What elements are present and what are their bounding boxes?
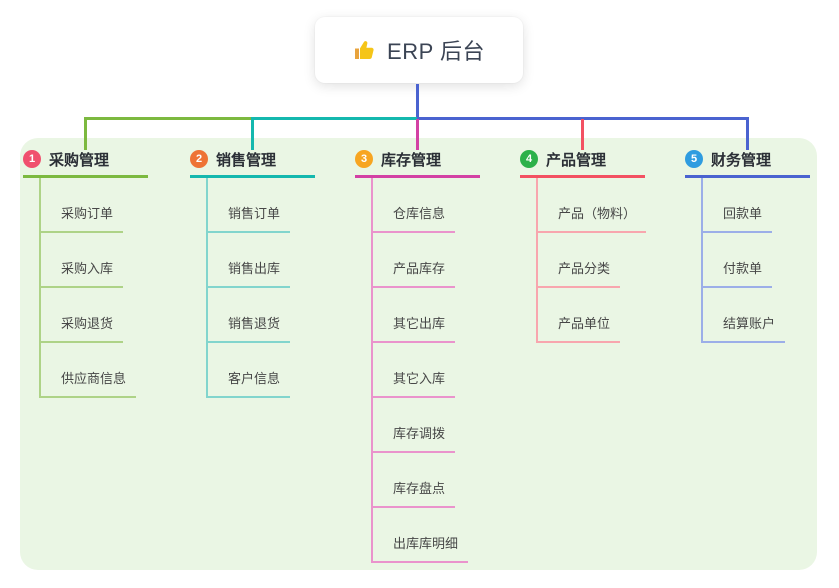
child-node-label[interactable]: 产品分类 [538, 258, 621, 288]
child-node-label[interactable]: 库存盘点 [373, 478, 456, 508]
child-node-label[interactable]: 采购退货 [41, 313, 124, 343]
drop-line-branch3 [416, 119, 419, 150]
child-node-label[interactable]: 其它出库 [373, 313, 456, 343]
child-node: 采购订单 [41, 178, 148, 233]
child-node-label[interactable]: 出库库明细 [373, 533, 469, 563]
branch-header[interactable]: 4 产品管理 [520, 146, 645, 178]
branch-number-badge: 2 [190, 150, 208, 168]
branches-background-panel [20, 138, 817, 570]
branch-header[interactable]: 5 财务管理 [685, 146, 810, 178]
branch-number-badge: 1 [23, 150, 41, 168]
child-node: 回款单 [703, 178, 810, 233]
child-node: 采购退货 [41, 288, 148, 343]
bus-line-branch2 [252, 117, 418, 120]
branch-column-采购管理: 1 采购管理 采购订单采购入库采购退货供应商信息 [23, 146, 148, 398]
thumbs-up-icon [353, 38, 377, 62]
branch-header[interactable]: 2 销售管理 [190, 146, 315, 178]
drop-line-branch5 [746, 117, 749, 150]
drop-line-branch4 [581, 119, 584, 150]
branch-column-销售管理: 2 销售管理 销售订单销售出库销售退货客户信息 [190, 146, 315, 398]
child-node: 产品单位 [538, 288, 645, 343]
child-node-label[interactable]: 供应商信息 [41, 368, 137, 398]
drop-line-branch2 [251, 117, 254, 150]
child-node: 其它出库 [373, 288, 480, 343]
child-node: 付款单 [703, 233, 810, 288]
branch-column-产品管理: 4 产品管理 产品（物料） 产品分类产品单位 [520, 146, 647, 343]
child-node: 采购入库 [41, 233, 148, 288]
branch-children: 产品（物料） 产品分类产品单位 [536, 178, 647, 343]
child-node: 产品（物料） [538, 178, 647, 233]
child-node-label[interactable]: 其它入库 [373, 368, 456, 398]
child-node-label[interactable]: 库存调拨 [373, 423, 456, 453]
branch-children: 回款单付款单结算账户 [701, 178, 810, 343]
child-node-label[interactable]: 仓库信息 [373, 203, 456, 233]
bus-line-branch1 [84, 117, 253, 120]
child-node: 结算账户 [703, 288, 810, 343]
child-node-label[interactable]: 销售退货 [208, 313, 291, 343]
child-node: 仓库信息 [373, 178, 480, 233]
child-node: 库存调拨 [373, 398, 480, 453]
child-node-label[interactable]: 产品（物料） [538, 203, 647, 233]
child-node: 销售订单 [208, 178, 315, 233]
child-node: 产品库存 [373, 233, 480, 288]
child-node: 销售退货 [208, 288, 315, 343]
child-node: 客户信息 [208, 343, 315, 398]
child-node: 销售出库 [208, 233, 315, 288]
branch-number-badge: 4 [520, 150, 538, 168]
child-node-label[interactable]: 回款单 [703, 203, 773, 233]
child-node-label[interactable]: 产品库存 [373, 258, 456, 288]
branch-title: 销售管理 [216, 151, 277, 169]
branch-children: 仓库信息产品库存其它出库其它入库库存调拨库存盘点出库库明细 [371, 178, 480, 563]
child-node-label[interactable]: 产品单位 [538, 313, 621, 343]
branch-header[interactable]: 3 库存管理 [355, 146, 480, 178]
branch-title: 库存管理 [381, 151, 442, 169]
root-title: ERP 后台 [387, 39, 485, 64]
root-node-erp[interactable]: ERP 后台 [315, 17, 523, 83]
branch-column-财务管理: 5 财务管理 回款单付款单结算账户 [685, 146, 810, 343]
child-node: 库存盘点 [373, 453, 480, 508]
branch-number-badge: 5 [685, 150, 703, 168]
bus-line-branch5 [417, 117, 748, 120]
child-node: 产品分类 [538, 233, 645, 288]
child-node: 其它入库 [373, 343, 480, 398]
branch-header[interactable]: 1 采购管理 [23, 146, 148, 178]
child-node-label[interactable]: 采购入库 [41, 258, 124, 288]
root-connector-line [416, 84, 419, 120]
child-node-label[interactable]: 采购订单 [41, 203, 124, 233]
child-node-label[interactable]: 结算账户 [703, 313, 786, 343]
branch-children: 销售订单销售出库销售退货客户信息 [206, 178, 315, 398]
branch-number-badge: 3 [355, 150, 373, 168]
branch-title: 产品管理 [546, 151, 607, 169]
child-node: 供应商信息 [41, 343, 148, 398]
drop-line-branch1 [84, 117, 87, 150]
branch-column-库存管理: 3 库存管理 仓库信息产品库存其它出库其它入库库存调拨库存盘点出库库明细 [355, 146, 480, 563]
branch-title: 财务管理 [711, 151, 772, 169]
child-node-label[interactable]: 销售出库 [208, 258, 291, 288]
child-node: 出库库明细 [373, 508, 480, 563]
child-node-label[interactable]: 销售订单 [208, 203, 291, 233]
child-node-label[interactable]: 付款单 [703, 258, 773, 288]
branch-children: 采购订单采购入库采购退货供应商信息 [39, 178, 148, 398]
child-node-label[interactable]: 客户信息 [208, 368, 291, 398]
branch-title: 采购管理 [49, 151, 110, 169]
